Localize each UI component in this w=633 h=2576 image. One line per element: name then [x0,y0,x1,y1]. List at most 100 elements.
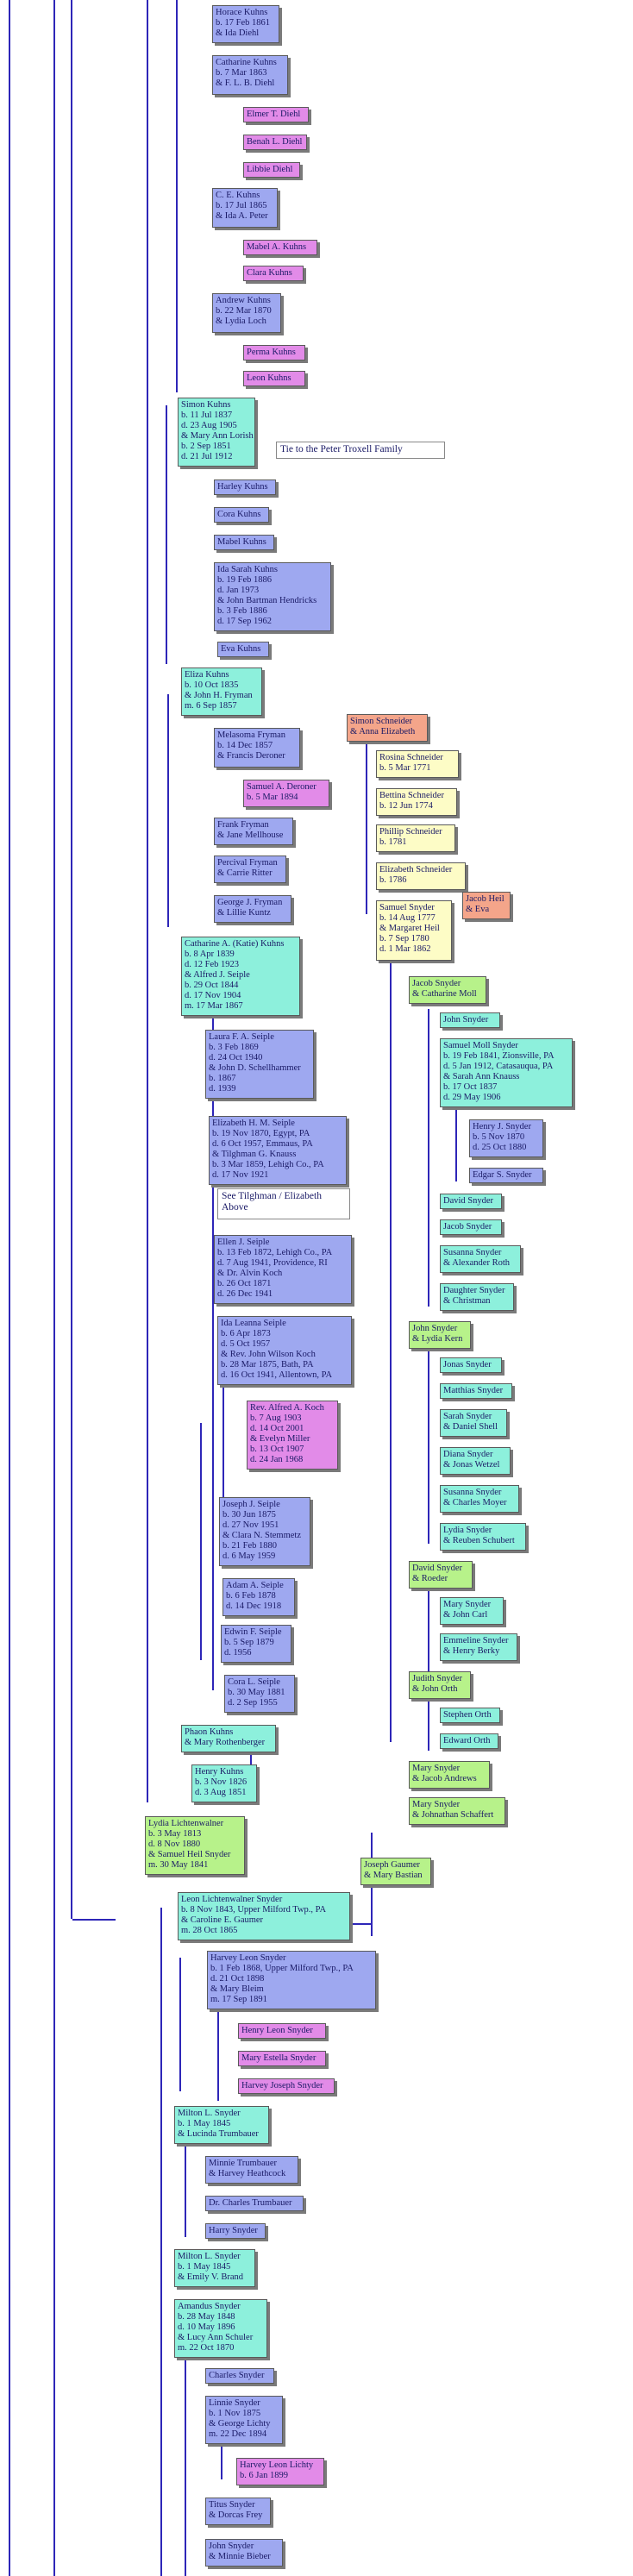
person-box[interactable]: Susanna Snyder & Alexander Roth [440,1245,521,1273]
person-box[interactable]: Clara Kuhns [243,266,304,281]
person-box[interactable]: Cora L. Seiple b. 30 May 1881 d. 2 Sep 1… [224,1675,295,1713]
person-detail: b. 7 Mar 1863 [216,68,267,78]
person-box[interactable]: Benah L. Diehl [243,135,307,150]
person-box[interactable]: Frank Fryman & Jane Mellhouse [214,818,293,845]
person-box[interactable]: C. E. Kuhns b. 17 Jul 1865 & Ida A. Pete… [212,188,278,228]
person-detail: b. 19 Nov 1870, Egypt, PA [212,1129,310,1138]
person-box[interactable]: Samuel Snyder b. 14 Aug 1777 & Margaret … [376,900,452,961]
person-box[interactable]: Daughter Snyder & Christman [440,1283,514,1311]
person-box[interactable]: Jonas Snyder [440,1357,502,1373]
person-box[interactable]: Mary Snyder & Jacob Andrews [409,1761,490,1789]
person-box[interactable]: Phillip Schneider b. 1781 [376,824,455,852]
person-box[interactable]: Jacob Snyder [440,1219,502,1235]
person-box[interactable]: Milton L. Snyder b. 1 May 1845 & Lucinda… [174,2106,269,2144]
person-name: Emmeline Snyder [443,1636,509,1645]
person-box[interactable]: Diana Snyder & Jonas Wetzel [440,1447,511,1475]
person-box[interactable]: David Snyder & Roeder [409,1561,473,1589]
person-box[interactable]: Henry J. Snyder b. 5 Nov 1870 d. 25 Oct … [469,1119,543,1157]
person-box[interactable]: Catharine A. (Katie) Kuhns b. 8 Apr 1839… [181,937,300,1016]
person-detail: b. 17 Feb 1861 [216,18,270,28]
person-box[interactable]: David Snyder [440,1194,502,1209]
person-box[interactable]: Mary Snyder & Johnathan Schaffert [409,1797,505,1825]
person-box[interactable]: Edgar S. Snyder [469,1168,543,1183]
person-name: Clara Kuhns [247,268,292,278]
person-box[interactable]: Susanna Snyder & Charles Moyer [440,1485,519,1513]
person-box[interactable]: Elmer T. Diehl [243,107,309,122]
person-box[interactable]: John Snyder & Minnie Bieber [205,2539,283,2567]
person-detail: & Samuel Heil Snyder [148,1850,231,1859]
person-box[interactable]: Judith Snyder & John Orth [409,1671,471,1699]
person-box[interactable]: Rosina Schneider b. 5 Mar 1771 [376,750,459,778]
person-box[interactable]: Ellen J. Seiple b. 13 Feb 1872, Lehigh C… [214,1235,352,1304]
person-box[interactable]: Eliza Kuhns b. 10 Oct 1835 & John H. Fry… [181,668,262,716]
person-box[interactable]: Simon Schneider & Anna Elizabeth [347,714,428,742]
person-box[interactable]: Perma Kuhns [243,345,305,360]
person-box[interactable]: Horace Kuhns b. 17 Feb 1861 & Ida Diehl [212,5,279,43]
person-box[interactable]: Ida Leanna Seiple b. 6 Apr 1873 d. 5 Oct… [217,1316,352,1385]
person-box[interactable]: Bettina Schneider b. 12 Jun 1774 [376,788,457,816]
person-box[interactable]: Samuel A. Deroner b. 5 Mar 1894 [243,780,329,807]
person-box[interactable]: Henry Leon Snyder [238,2023,326,2039]
person-box[interactable]: Libbie Diehl [243,162,300,178]
person-box[interactable]: Edward Orth [440,1733,498,1749]
person-box[interactable]: Catharine Kuhns b. 7 Mar 1863 & F. L. B.… [212,55,288,95]
person-detail: d. 6 May 1959 [222,1551,276,1561]
person-box[interactable]: Mabel A. Kuhns [243,240,317,255]
person-box[interactable]: Leon Kuhns [243,371,305,386]
person-detail: b. 14 Dec 1857 [217,741,273,750]
connector-line [147,0,148,1802]
person-box[interactable]: Harvey Joseph Snyder [238,2078,335,2094]
person-box[interactable]: George J. Fryman & Lillie Kuntz [214,895,291,923]
person-box[interactable]: Percival Fryman & Carrie Ritter [214,856,286,883]
person-detail: d. 17 Sep 1962 [217,617,272,626]
person-box[interactable]: Amandus Snyder b. 28 May 1848 d. 10 May … [174,2299,267,2358]
person-box[interactable]: Mary Estella Snyder [238,2051,326,2066]
person-box[interactable]: Lydia Snyder & Reuben Schubert [440,1523,526,1551]
person-detail: d. 5 Oct 1957 [221,1339,271,1349]
person-box[interactable]: Harry Snyder [205,2223,266,2239]
person-box[interactable]: Phaon Kuhns & Mary Rothenberger [181,1725,276,1752]
person-box[interactable]: Sarah Snyder & Daniel Shell [440,1409,507,1437]
person-box[interactable]: Jacob Heil & Eva [462,892,511,919]
person-box[interactable]: Harvey Leon Lichty b. 6 Jan 1899 [236,2458,324,2485]
person-box[interactable]: Rev. Alfred A. Koch b. 7 Aug 1903 d. 14 … [247,1401,338,1470]
person-box[interactable]: John Snyder & Lydia Kern [409,1321,471,1349]
person-box[interactable]: Laura F. A. Seiple b. 3 Feb 1869 d. 24 O… [205,1030,314,1099]
person-box[interactable]: Titus Snyder & Dorcas Frey [205,2498,271,2525]
person-box[interactable]: Joseph J. Seiple b. 30 Jun 1875 d. 27 No… [219,1497,310,1566]
person-box[interactable]: Mabel Kuhns [214,535,274,550]
person-box[interactable]: Elizabeth Schneider b. 1786 [376,862,466,890]
person-detail: b. 10 Oct 1835 [185,680,239,690]
person-box[interactable]: Harley Kuhns [214,479,276,495]
person-box[interactable]: Stephen Orth [440,1708,500,1723]
person-box[interactable]: Emmeline Snyder & Henry Berky [440,1633,517,1661]
person-box[interactable]: Leon Lichtenwalner Snyder b. 8 Nov 1843,… [178,1892,350,1940]
person-box[interactable]: Joseph Gaumer & Mary Bastian [360,1858,431,1885]
person-box[interactable]: Simon Kuhns b. 11 Jul 1837 d. 23 Aug 190… [178,398,255,467]
person-box[interactable]: Cora Kuhns [214,507,269,523]
person-box[interactable]: Ida Sarah Kuhns b. 19 Feb 1886 d. Jan 19… [214,562,331,631]
person-box[interactable]: Eva Kuhns [217,642,269,657]
person-box[interactable]: Dr. Charles Trumbauer [205,2196,304,2211]
person-name: John Snyder [412,1324,458,1333]
person-box[interactable]: Milton L. Snyder b. 1 May 1845 & Emily V… [174,2249,255,2287]
person-box[interactable]: Charles Snyder [205,2368,274,2384]
person-box[interactable]: Adam A. Seiple b. 6 Feb 1878 d. 14 Dec 1… [222,1578,295,1616]
person-name: Eliza Kuhns [185,670,229,680]
person-box[interactable]: Melasoma Fryman b. 14 Dec 1857 & Francis… [214,728,300,768]
person-box[interactable]: Harvey Leon Snyder b. 1 Feb 1868, Upper … [207,1951,376,2009]
person-box[interactable]: John Snyder [440,1012,500,1028]
person-box[interactable]: Linnie Snyder b. 1 Nov 1875 & George Lic… [205,2396,283,2444]
person-box[interactable]: Jacob Snyder & Catharine Moll [409,976,486,1004]
person-box[interactable]: Henry Kuhns b. 3 Nov 1826 d. 3 Aug 1851 [191,1764,257,1802]
person-box[interactable]: Elizabeth H. M. Seiple b. 19 Nov 1870, E… [209,1116,347,1185]
person-box[interactable]: Andrew Kuhns b. 22 Mar 1870 & Lydia Loch [212,293,281,333]
person-detail: & Ida Diehl [216,28,260,38]
person-detail: & Lydia Kern [412,1334,463,1344]
person-box[interactable]: Matthias Snyder [440,1383,512,1399]
person-box[interactable]: Edwin F. Seiple b. 5 Sep 1879 d. 1956 [221,1625,291,1663]
person-box[interactable]: Mary Snyder & John Carl [440,1597,504,1625]
person-box[interactable]: Lydia Lichtenwalner b. 3 May 1813 d. 8 N… [145,1816,245,1875]
person-box[interactable]: Samuel Moll Snyder b. 19 Feb 1841, Zions… [440,1038,573,1107]
person-box[interactable]: Minnie Trumbauer & Harvey Heathcock [205,2156,298,2184]
